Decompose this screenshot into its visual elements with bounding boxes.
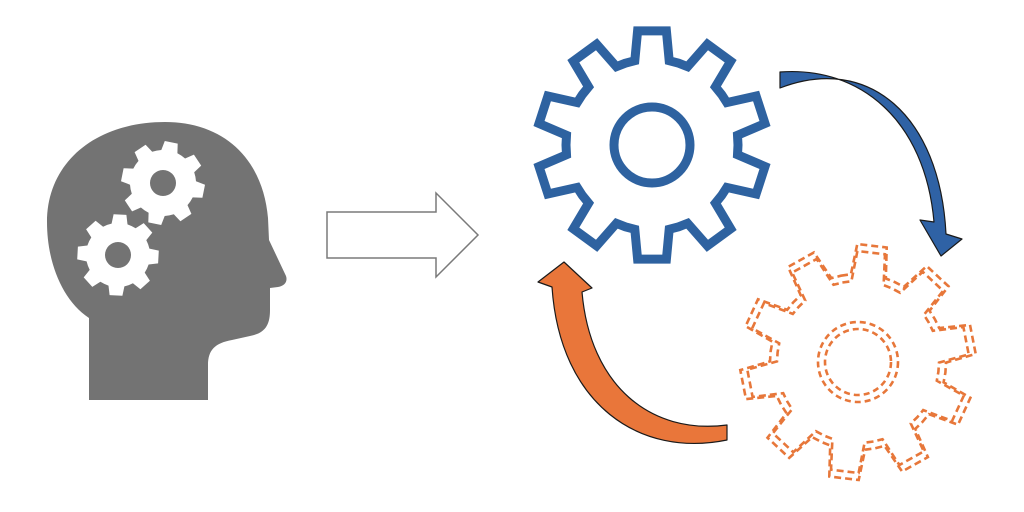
right-outline-arrow-icon: [326, 191, 480, 279]
orange-gear-teeth-inner: [745, 249, 971, 475]
blue-gear-hub: [609, 102, 695, 188]
head-gear-large: [121, 141, 205, 225]
orange-dashed-gear-icon: [738, 242, 978, 482]
head-silhouette: [47, 122, 287, 400]
head-gear-small: [77, 214, 159, 296]
orange-gear-teeth-outer: [738, 242, 978, 482]
head-with-gears-icon: [47, 122, 287, 400]
blue-curved-arrow-icon: [779, 70, 963, 257]
orange-curved-arrow-icon: [537, 261, 728, 444]
blue-gear-icon: [533, 26, 771, 264]
blue-gear-teeth: [533, 26, 771, 264]
orange-gear-hub-outer: [816, 320, 900, 404]
orange-gear-hub-inner: [823, 327, 893, 397]
